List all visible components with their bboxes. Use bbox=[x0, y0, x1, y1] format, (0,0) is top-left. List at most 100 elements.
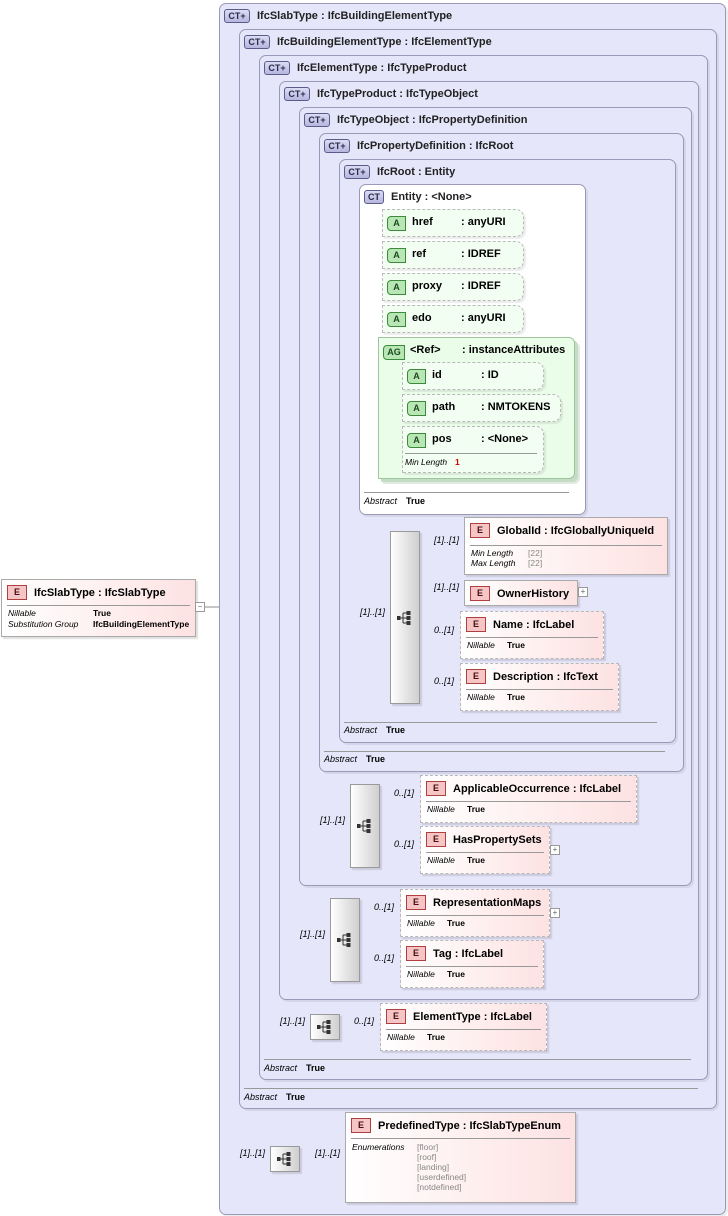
complex-type-title: IfcElementType : IfcTypeProduct bbox=[297, 62, 467, 74]
complex-type-icon: CT bbox=[364, 190, 384, 204]
attribute-icon: A bbox=[407, 401, 426, 416]
element-name-label: Tag : IfcLabel bbox=[433, 947, 504, 960]
expand-icon[interactable]: + bbox=[550, 845, 560, 855]
sequence-compositor-ifcelementtype[interactable] bbox=[310, 1014, 340, 1040]
element-icon: E bbox=[466, 617, 486, 632]
collapse-icon[interactable]: − bbox=[195, 602, 205, 612]
attribute-icon: A bbox=[387, 216, 406, 231]
sequence-compositor-ifcroot[interactable] bbox=[390, 531, 420, 704]
cardinality-label: [1]..[1] bbox=[240, 1148, 266, 1158]
element-icon: E bbox=[351, 1118, 371, 1133]
complex-type-title: IfcRoot : Entity bbox=[377, 166, 456, 178]
sequence-icon bbox=[397, 610, 411, 625]
element-ownerhistory[interactable]: E OwnerHistory bbox=[464, 580, 578, 606]
attribute-ref[interactable]: A ref : IDREF bbox=[382, 241, 524, 269]
divider bbox=[386, 1029, 541, 1030]
sequence-icon bbox=[337, 933, 351, 947]
element-icon: E bbox=[406, 895, 426, 910]
enum-value: [landing] bbox=[417, 1162, 450, 1172]
element-icon: E bbox=[386, 1009, 406, 1024]
sequence-icon bbox=[357, 819, 371, 833]
expand-icon[interactable]: + bbox=[578, 587, 588, 597]
sequence-compositor-ifcslabtype[interactable] bbox=[270, 1146, 300, 1172]
sequence-compositor-ifctypeobject[interactable] bbox=[350, 784, 380, 868]
cardinality-label: [1]..[1] bbox=[434, 535, 460, 545]
cardinality-label: [1]..[1] bbox=[434, 582, 460, 592]
root-element-name: IfcSlabType : IfcSlabType bbox=[34, 586, 166, 599]
attribute-type: : anyURI bbox=[461, 312, 506, 324]
element-name-label: ApplicableOccurrence : IfcLabel bbox=[453, 782, 622, 795]
attribute-id[interactable]: A id : ID bbox=[402, 362, 544, 390]
sequence-compositor-ifctypeproduct[interactable] bbox=[330, 898, 360, 982]
attribute-type: : IDREF bbox=[461, 248, 501, 260]
attribute-edo[interactable]: A edo : anyURI bbox=[382, 305, 524, 333]
attribute-name: ref bbox=[412, 248, 427, 260]
divider bbox=[426, 852, 544, 853]
divider bbox=[405, 453, 537, 454]
divider bbox=[351, 1138, 570, 1139]
complex-type-icon: CT+ bbox=[344, 165, 370, 179]
cardinality-label: 0..[1] bbox=[434, 676, 455, 686]
attribute-type: : <None> bbox=[481, 433, 529, 445]
divider bbox=[364, 492, 569, 493]
element-name-label: PredefinedType : IfcSlabTypeEnum bbox=[378, 1119, 561, 1132]
element-name-label: Description : IfcText bbox=[493, 670, 598, 683]
divider bbox=[244, 1088, 698, 1089]
complex-type-icon: CT+ bbox=[304, 113, 330, 127]
attribute-proxy[interactable]: A proxy : IDREF bbox=[382, 273, 524, 301]
attribute-group-type: : instanceAttributes bbox=[462, 344, 566, 356]
attribute-name: proxy bbox=[412, 280, 442, 292]
element-name: GlobalId : IfcGloballyUniqueId bbox=[497, 524, 655, 537]
attribute-path[interactable]: A path : NMTOKENS bbox=[402, 394, 561, 422]
attribute-name: edo bbox=[412, 312, 432, 324]
attribute-name: path bbox=[432, 401, 456, 413]
divider bbox=[7, 605, 190, 606]
cardinality-label: 0..[1] bbox=[394, 788, 415, 798]
element-name-label: Name : IfcLabel bbox=[493, 618, 575, 631]
cardinality-label: 0..[1] bbox=[394, 839, 415, 849]
attribute-group-icon: AG bbox=[383, 345, 405, 360]
attribute-type: : anyURI bbox=[461, 216, 506, 228]
attribute-icon: A bbox=[407, 433, 426, 448]
element-applicableoccurrence[interactable]: E ApplicableOccurrence : IfcLabel Nillab… bbox=[420, 775, 637, 823]
complex-type-icon: CT+ bbox=[244, 35, 270, 49]
element-prop-max-length: Max Length[22] bbox=[471, 558, 543, 568]
element-globalid[interactable]: E GlobalId : IfcGloballyUniqueId Min Len… bbox=[464, 517, 668, 575]
element-icon: E bbox=[7, 585, 27, 600]
element-name: OwnerHistory bbox=[497, 587, 570, 600]
enum-value: [notdefined] bbox=[417, 1182, 462, 1192]
attribute-type: : ID bbox=[481, 369, 499, 381]
sequence-icon bbox=[277, 1152, 291, 1166]
element-icon: E bbox=[470, 523, 490, 538]
attribute-type: : IDREF bbox=[461, 280, 501, 292]
complex-type-title: Entity : <None> bbox=[391, 191, 472, 203]
cardinality-label: [1]..[1] bbox=[280, 1016, 306, 1026]
divider bbox=[470, 545, 662, 546]
divider bbox=[264, 1059, 691, 1060]
cardinality-label: 0..[1] bbox=[374, 953, 395, 963]
expand-icon[interactable]: + bbox=[550, 908, 560, 918]
divider bbox=[466, 689, 613, 690]
element-predefinedtype[interactable]: E PredefinedType : IfcSlabTypeEnum Enume… bbox=[345, 1112, 576, 1203]
attribute-href[interactable]: A href : anyURI bbox=[382, 209, 524, 237]
cardinality-label: [1]..[1] bbox=[300, 929, 326, 939]
element-icon: E bbox=[406, 946, 426, 961]
